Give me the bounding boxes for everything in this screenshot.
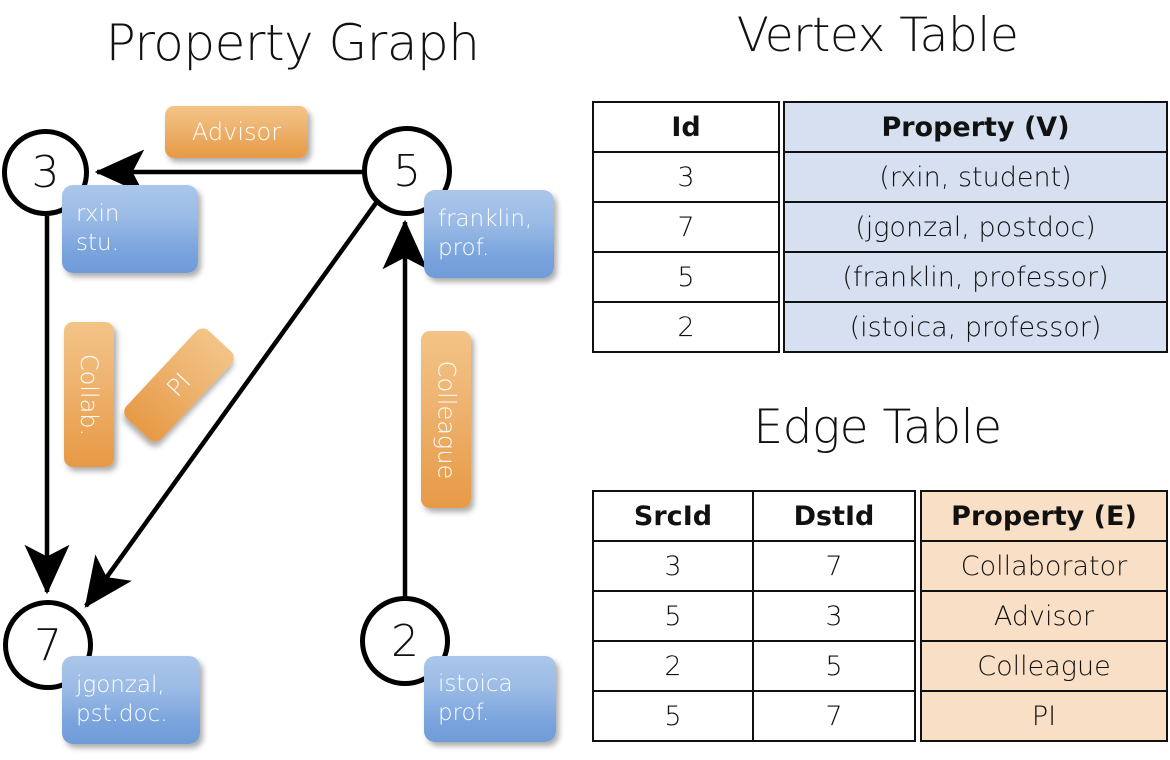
table-row: Collaborator [920,540,1168,592]
edge-label-advisor-text: Advisor [191,118,282,146]
edge-label-collab-text: Collab. [75,353,104,436]
vertex-cell-property: (rxin, student) [783,151,1168,203]
edge-cell-property: Advisor [920,590,1168,642]
property-box-node-2[interactable]: istoica prof. [424,656,556,742]
table-row: (istoica, professor) [783,301,1168,353]
edge-header-property: Property (E) [920,490,1168,542]
edge-label-advisor[interactable]: Advisor [165,106,308,158]
vertex-header-id: Id [592,101,780,153]
graph-node-3-label: 3 [31,147,60,198]
edge-cell-srcid: 3 [592,540,754,592]
edge-header-srcid: SrcId [592,490,754,542]
table-row: 5 7 [592,690,916,742]
vertex-cell-property: (istoica, professor) [783,301,1168,353]
property-box-node-7-line-2: pst.doc. [76,701,168,727]
table-row: (jgonzal, postdoc) [783,201,1168,253]
property-box-node-5[interactable]: franklin, prof. [424,190,554,278]
table-row: 2 [592,301,780,353]
property-box-node-3-line-2: stu. [76,230,119,256]
table-row: 3 [592,151,780,203]
vertex-cell-property: (jgonzal, postdoc) [783,201,1168,253]
table-header-row: Id [592,101,780,153]
vertex-cell-id: 2 [592,301,780,353]
property-box-node-3-line-1: rxin [76,200,120,227]
edge-cell-dstid: 7 [752,540,916,592]
table-row: Colleague [920,640,1168,692]
edge-cell-property: Collaborator [920,540,1168,592]
page-title-edge-table: Edge Table [753,400,1002,455]
vertex-table-property-column: Property (V) (rxin, student) (jgonzal, p… [783,101,1168,353]
edge-cell-dstid: 3 [752,590,916,642]
table-row: 3 7 [592,540,916,592]
property-box-node-7[interactable]: jgonzal, pst.doc. [62,656,200,744]
edge-label-pi-text: PI [161,367,197,403]
table-row: 5 3 [592,590,916,642]
property-graph-canvas [24,149,428,608]
table-header-row: Property (V) [783,101,1168,153]
table-row: 7 [592,201,780,253]
graph-node-5-label: 5 [393,145,421,197]
property-box-node-2-line-1: istoica [438,670,513,697]
table-header-row: Property (E) [920,490,1168,542]
vertex-cell-id: 3 [592,151,780,203]
edge-label-colleague[interactable]: Colleague [421,331,471,508]
table-row: 5 [592,251,780,303]
edge-cell-srcid: 5 [592,690,754,742]
vertex-header-property: Property (V) [783,101,1168,153]
vertex-cell-property: (franklin, professor) [783,251,1168,303]
table-row: Advisor [920,590,1168,642]
property-box-node-7-line-1: jgonzal, [76,671,165,698]
edge-cell-property: Colleague [920,640,1168,692]
edge-label-colleague-text: Colleague [432,360,461,479]
table-row: 2 5 [592,640,916,692]
property-box-node-2-line-2: prof. [438,700,490,726]
table-header-row: SrcId DstId [592,490,916,542]
page-title-property-graph: Property Graph [105,14,480,72]
property-box-node-5-line-1: franklin, [438,205,533,232]
page-title-vertex-table: Vertex Table [736,8,1019,63]
table-row: PI [920,690,1168,742]
graph-node-5[interactable]: 5 [362,126,452,216]
edge-cell-dstid: 7 [752,690,916,742]
graph-node-7-label: 7 [34,619,62,671]
vertex-cell-id: 7 [592,201,780,253]
vertex-table-id-column: Id 3 7 5 2 [592,101,780,353]
edge-table-src-dst-columns: SrcId DstId 3 7 5 3 2 5 5 7 [592,490,916,742]
edge-header-dstid: DstId [752,490,916,542]
edge-cell-srcid: 2 [592,640,754,692]
table-row: (rxin, student) [783,151,1168,203]
table-row: (franklin, professor) [783,251,1168,303]
edge-cell-srcid: 5 [592,590,754,642]
edge-cell-dstid: 5 [752,640,916,692]
vertex-cell-id: 5 [592,251,780,303]
edge-cell-property: PI [920,690,1168,742]
edge-label-collab[interactable]: Collab. [64,322,114,467]
property-box-node-3[interactable]: rxin stu. [62,185,198,273]
graph-node-2[interactable]: 2 [360,596,450,686]
edge-table-property-column: Property (E) Collaborator Advisor Collea… [920,490,1168,742]
property-box-node-5-line-2: prof. [438,235,490,261]
edge-5-to-7 [84,201,378,608]
graph-node-2-label: 2 [391,615,419,667]
